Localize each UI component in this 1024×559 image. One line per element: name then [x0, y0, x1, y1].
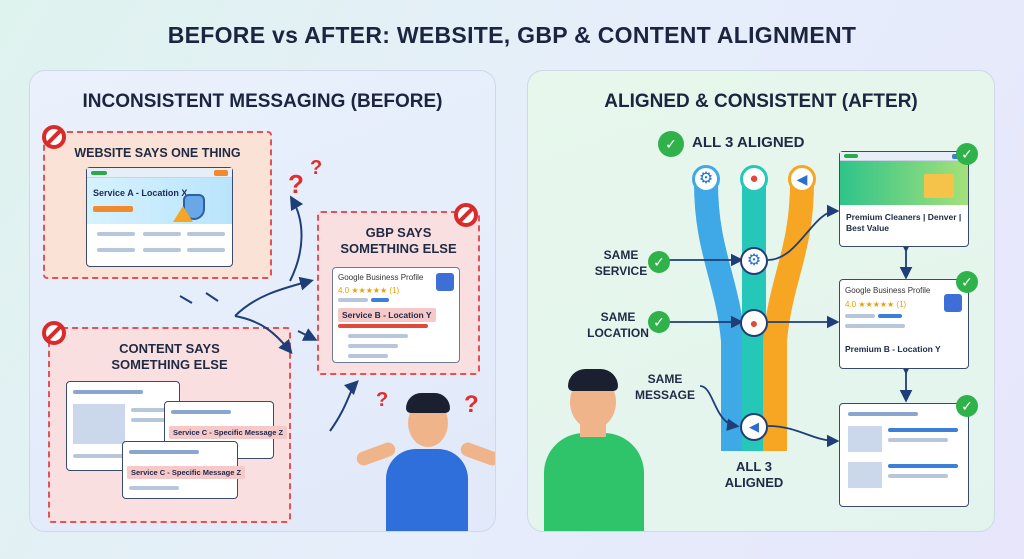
website-label: WEBSITE SAYS ONE THING	[74, 146, 241, 160]
same-message-label: SAME MESSAGE	[634, 372, 695, 402]
building-icon	[924, 174, 954, 198]
check-icon: ✓	[956, 143, 978, 165]
no-sign-icon	[42, 321, 66, 345]
no-sign-icon	[454, 203, 478, 227]
aligned-gbp-rating: 4.0 ★★★★★ (1)	[845, 300, 907, 309]
aligned-website-caption: Premium Cleaners | Denver | Best Value	[846, 212, 962, 233]
warning-icon	[173, 206, 193, 222]
gbp-rating: 4.0 ★★★★★ (1)	[338, 286, 400, 295]
all-aligned-top-label: ALL 3 ALIGNED	[692, 134, 805, 151]
gbp-store-icon	[436, 273, 454, 291]
question-mark-icon: ?	[310, 157, 323, 179]
gear-icon: ⚙	[740, 247, 768, 275]
gbp-brand: Google Business Profile	[338, 273, 424, 282]
same-service-label: SAME SERVICE	[594, 248, 648, 278]
before-panel: INCONSISTENT MESSAGING (BEFORE) WEBSITE …	[29, 70, 496, 532]
confused-person: ? ?	[354, 389, 495, 531]
no-sign-icon	[42, 125, 66, 149]
before-panel-title: INCONSISTENT MESSAGING (BEFORE)	[82, 91, 443, 112]
location-pin-icon: ●	[740, 165, 768, 193]
check-icon: ✓	[956, 271, 978, 293]
question-mark-icon: ?	[288, 169, 304, 199]
check-icon: ✓	[648, 311, 670, 333]
question-mark-icon: ?	[464, 391, 479, 418]
all-aligned-bottom-label: ALL 3 ALIGNED	[724, 459, 784, 490]
content-card-3: Service C - Specific Message Z	[122, 441, 246, 499]
gbp-service-tag: Service B - Location Y	[338, 308, 436, 322]
content-box: CONTENT SAYS SOMETHING ELSE Service C - …	[48, 327, 291, 523]
gbp-label-2: SOMETHING ELSE	[340, 241, 457, 256]
gbp-store-icon	[944, 294, 962, 312]
after-panel: ALIGNED & CONSISTENT (AFTER) ✓ ALL 3 ALI…	[527, 70, 995, 532]
content-tag-1: Service C - Specific Message Z	[169, 426, 288, 439]
gbp-card: Google Business Profile 4.0 ★★★★★ (1) Se…	[332, 267, 460, 363]
website-mockup: Service A - Location X	[86, 167, 233, 267]
question-mark-icon: ?	[376, 389, 389, 411]
content-label-1: CONTENT SAYS	[119, 341, 220, 356]
main-title: BEFORE vs AFTER: WEBSITE, GBP & CONTENT …	[167, 22, 857, 48]
confusion-arrows	[179, 195, 359, 432]
megaphone-icon: ◀	[788, 165, 816, 193]
aligned-gbp-card: Google Business Profile 4.0 ★★★★★ (1) Pr…	[839, 279, 969, 369]
location-pin-icon: ●	[740, 309, 768, 337]
website-box: WEBSITE SAYS ONE THING Service A - Locat…	[43, 131, 272, 279]
gear-icon: ⚙	[692, 165, 720, 193]
gbp-box: GBP SAYS SOMETHING ELSE Google Business …	[317, 211, 480, 375]
check-icon: ✓	[956, 395, 978, 417]
megaphone-icon: ◀	[740, 413, 768, 441]
content-label-2: SOMETHING ELSE	[111, 357, 228, 372]
same-location-label: SAME LOCATION	[587, 310, 649, 340]
after-panel-title: ALIGNED & CONSISTENT (AFTER)	[604, 91, 918, 112]
website-hero-text: Service A - Location X	[93, 188, 188, 198]
aligned-content-card	[839, 403, 969, 507]
gbp-label-1: GBP SAYS	[365, 225, 432, 240]
check-icon: ✓	[658, 131, 684, 157]
aligned-gbp-service: Premium B - Location Y	[845, 344, 941, 354]
aligned-gbp-brand: Google Business Profile	[845, 286, 931, 295]
content-tag-2: Service C - Specific Message Z	[127, 466, 246, 479]
aligned-website-card: Premium Cleaners | Denver | Best Value	[839, 151, 969, 247]
happy-person	[536, 363, 656, 531]
check-icon: ✓	[648, 251, 670, 273]
